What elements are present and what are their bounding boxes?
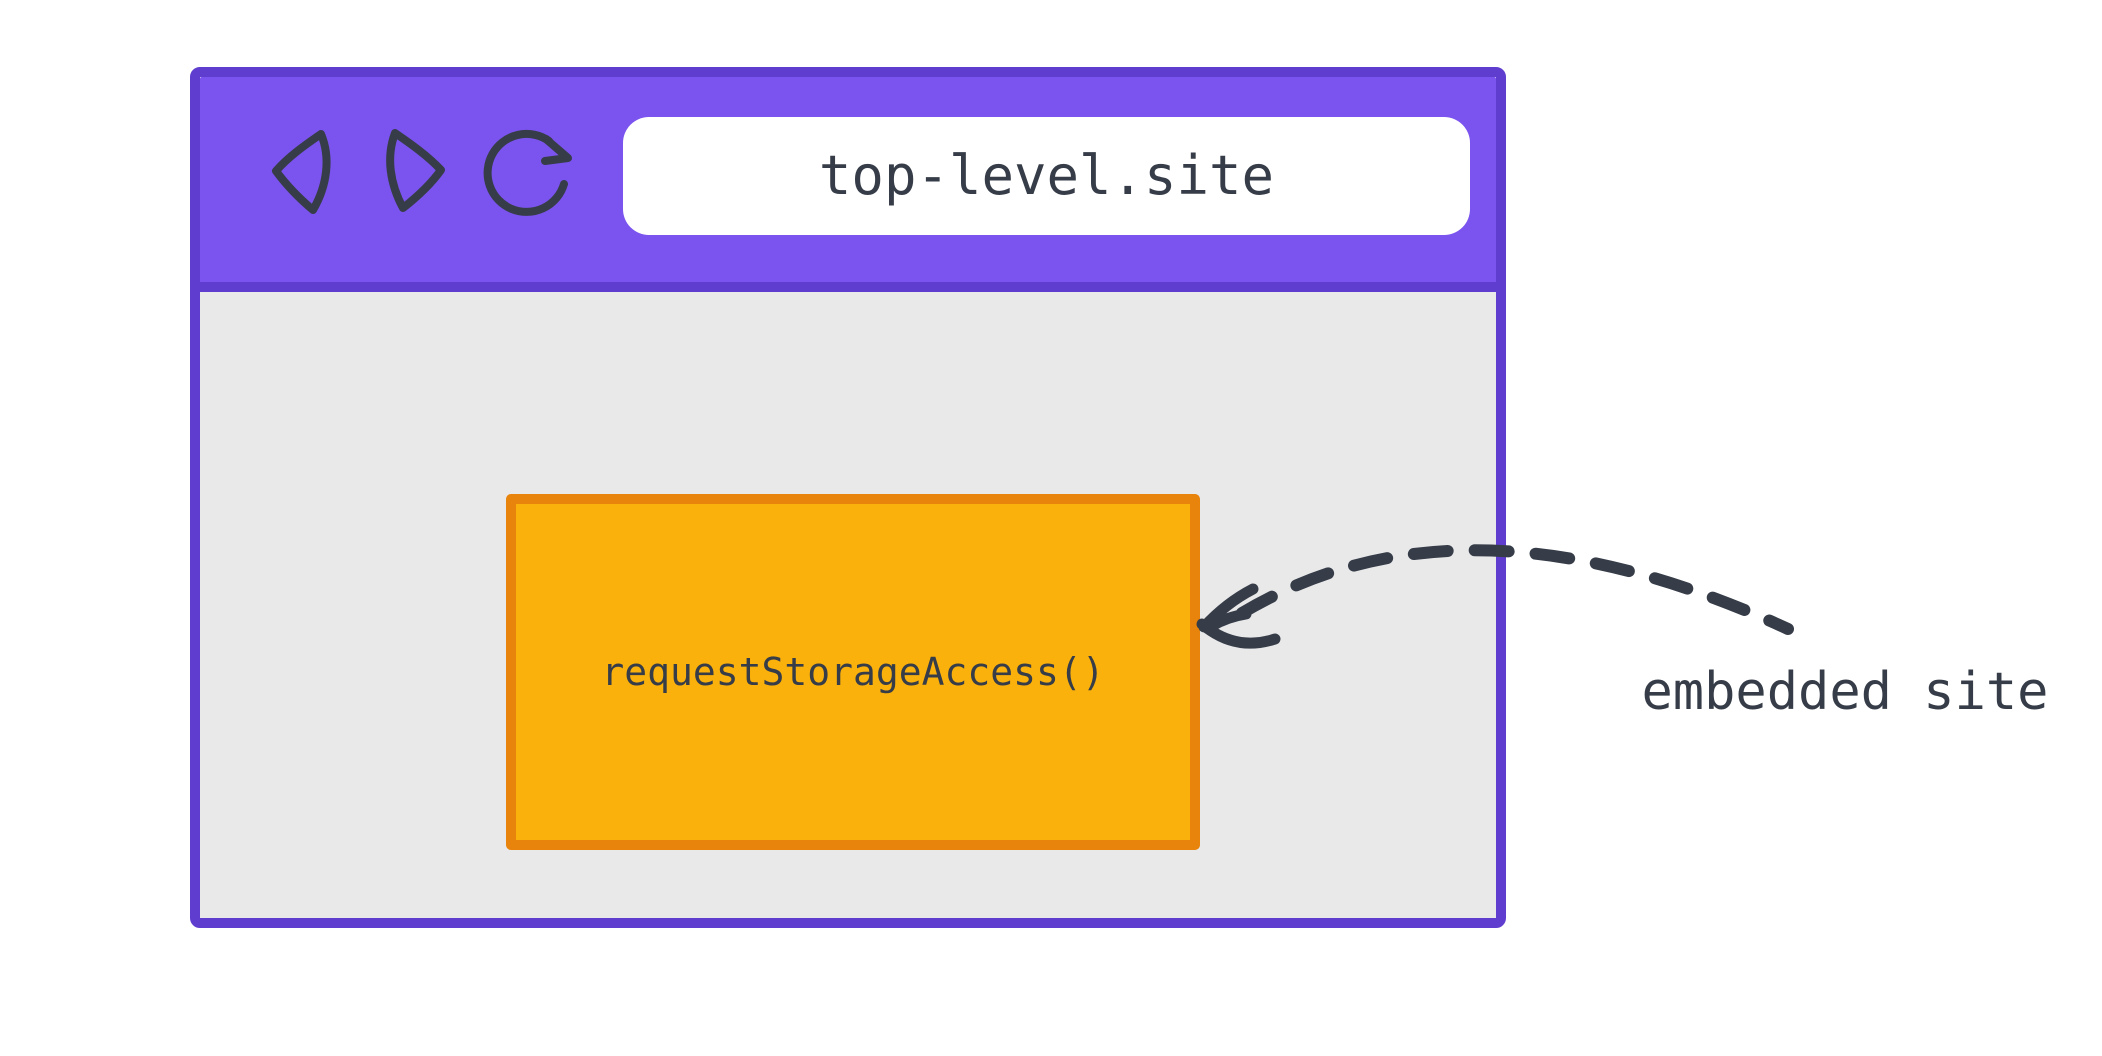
reload-icon-arrowhead [541, 135, 572, 165]
browser-toolbar: top-level.site [200, 77, 1496, 292]
embedded-site-label: embedded site [1641, 662, 2049, 722]
forward-button[interactable] [378, 124, 456, 220]
dashed-arrow [1196, 544, 1794, 649]
api-call-label: requestStorageAccess() [601, 650, 1105, 694]
browser-window: top-level.site requestStorageAccess() [190, 67, 1506, 928]
address-bar-url: top-level.site [818, 144, 1275, 207]
embedded-site-frame: requestStorageAccess() [506, 494, 1200, 850]
back-icon-shape [272, 130, 331, 214]
address-bar[interactable]: top-level.site [623, 117, 1470, 235]
back-button[interactable] [262, 124, 340, 220]
forward-icon [386, 129, 445, 212]
reload-icon-arc [483, 129, 568, 216]
back-icon [272, 130, 331, 214]
reload-icon [483, 129, 572, 216]
dashed-arrow-head [1196, 583, 1281, 649]
page-viewport: requestStorageAccess() [200, 302, 1496, 918]
forward-icon-shape [386, 129, 445, 212]
dashed-arrow-curve [1236, 544, 1794, 635]
reload-button[interactable] [480, 124, 580, 220]
